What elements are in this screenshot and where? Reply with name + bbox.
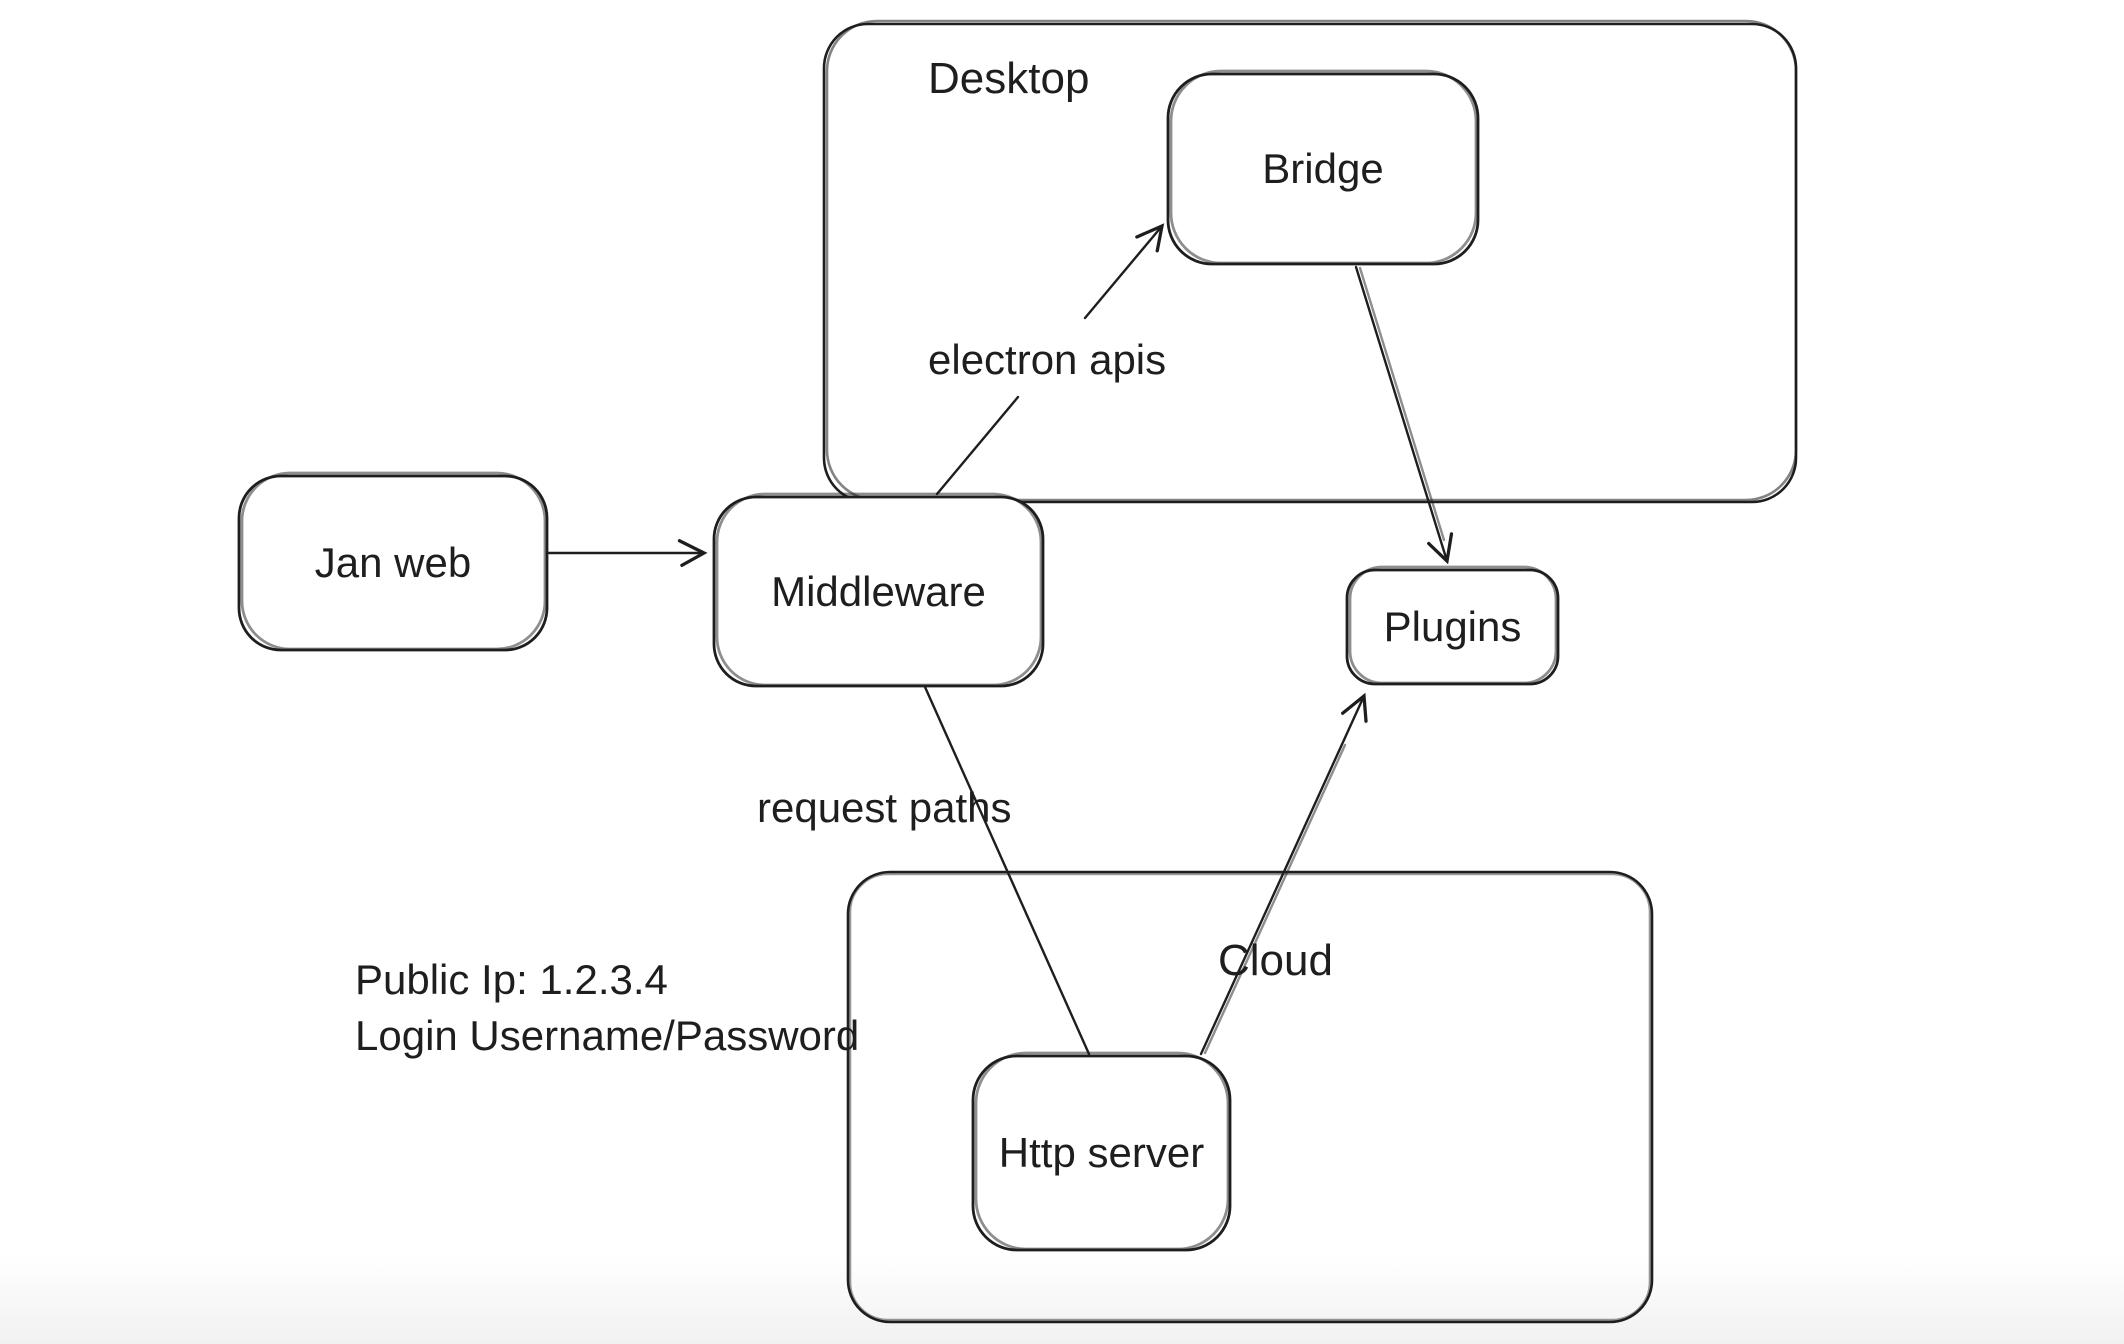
cloud-container-shape[interactable] [846, 870, 1654, 1324]
edge-bridge-plugins[interactable] [1354, 265, 1454, 565]
bridge-node-shape[interactable] [1166, 69, 1480, 266]
plugins-node-label: Plugins [1383, 603, 1522, 650]
cloud-container-label[interactable]: Cloud [1218, 936, 1333, 985]
credentials-note[interactable]: Public Ip: 1.2.3.4 Login Username/Passwo… [355, 952, 859, 1064]
http-server-node-shape[interactable] [971, 1051, 1232, 1252]
middleware-node-label: Middleware [771, 567, 986, 615]
bridge-node-label: Bridge [1262, 145, 1384, 192]
edge-middleware-bridge[interactable] [935, 223, 1165, 496]
desktop-container-label[interactable]: Desktop [928, 54, 1090, 103]
desktop-container-shape[interactable] [822, 19, 1798, 504]
jan-web-node-shape[interactable] [237, 471, 549, 652]
edge-label-electron-apis[interactable]: electron apis [928, 336, 1167, 383]
edge-middleware-httpserver[interactable] [923, 685, 1091, 1056]
edge-label-request-paths[interactable]: request paths [757, 784, 1012, 831]
plugins-node-shape[interactable] [1345, 565, 1560, 686]
note-public-ip: Public Ip: 1.2.3.4 [355, 956, 668, 1003]
edge-httpserver-plugins[interactable] [1199, 692, 1368, 1056]
note-login: Login Username/Password [355, 1012, 860, 1059]
jan-web-node-label: Jan web [314, 539, 472, 586]
middleware-node-shape[interactable] [712, 492, 1045, 688]
http-server-node-label: Http server [998, 1129, 1205, 1176]
